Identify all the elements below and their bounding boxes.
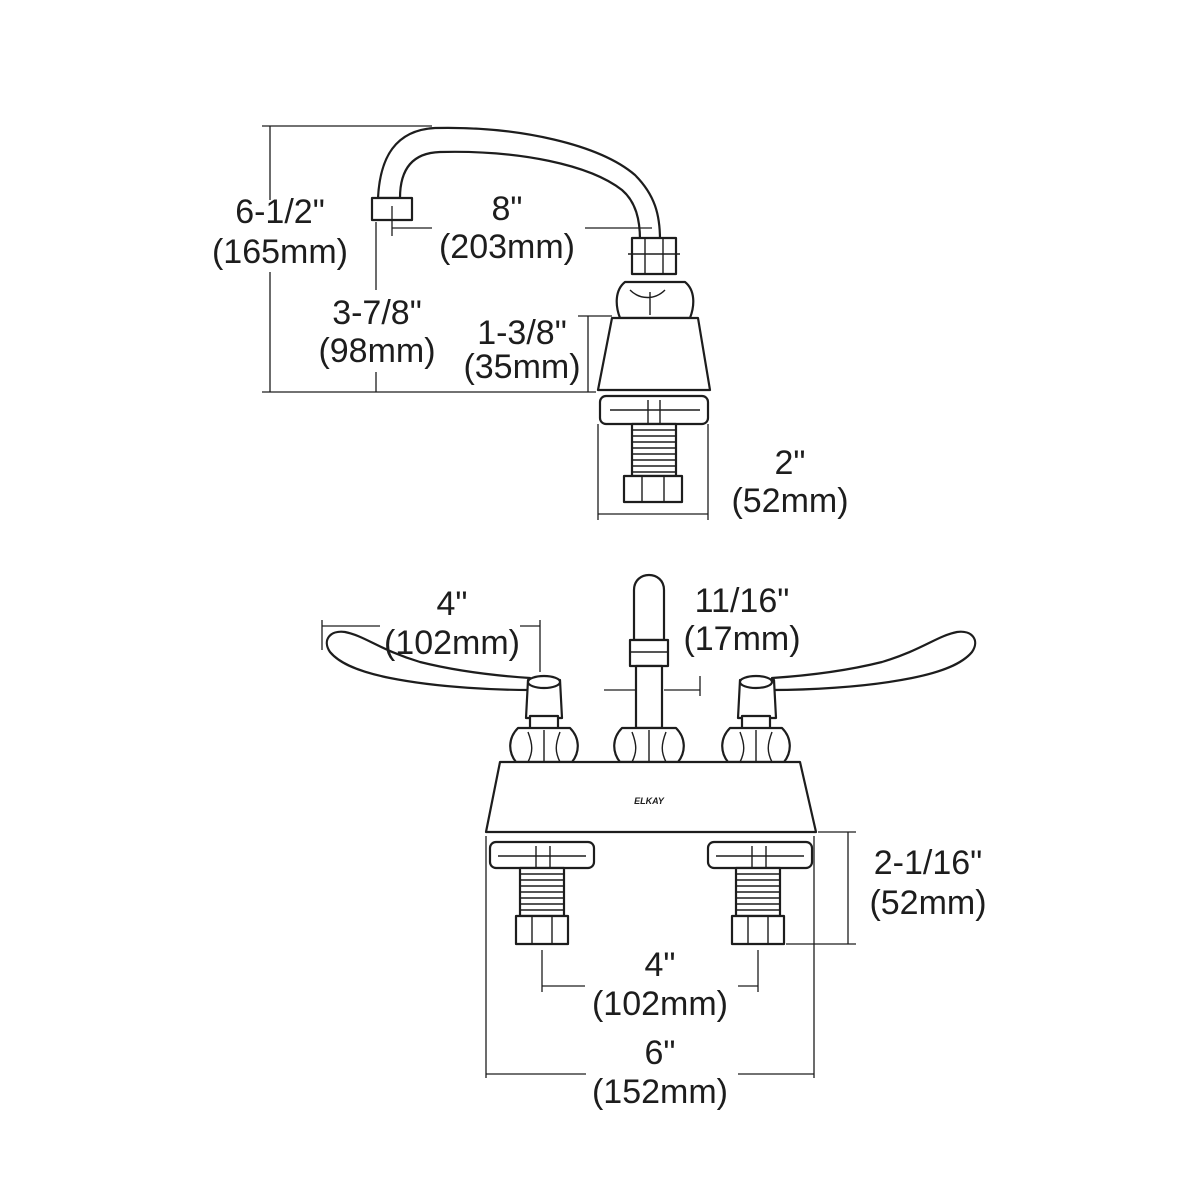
side-coupling-nut (622, 474, 684, 504)
front-spout-stem (632, 574, 666, 642)
base-depth-metric: (52mm) (731, 482, 848, 520)
shank-centers-imperial: 4" (645, 946, 676, 984)
overall-height-imperial: 6-1/2" (235, 193, 325, 231)
spout-swivel-nut (628, 236, 680, 276)
spout-diameter-metric: (17mm) (683, 620, 800, 658)
handle-length-imperial: 4" (437, 585, 468, 623)
side-dimension-lines (262, 125, 709, 520)
shank-centers-metric: (102mm) (592, 985, 728, 1023)
shank-length-metric: (52mm) (869, 884, 986, 922)
spout-reach-imperial: 8" (492, 190, 523, 228)
overall-width-metric: (152mm) (592, 1073, 728, 1111)
spout-clearance-metric: (98mm) (318, 332, 435, 370)
front-view: ELKAY (321, 574, 987, 1111)
base-height-metric: (35mm) (463, 348, 580, 386)
base-depth-imperial: 2" (775, 444, 806, 482)
shank-length-imperial: 2-1/16" (874, 844, 982, 882)
base-height-imperial: 1-3/8" (477, 314, 567, 352)
front-base-body (484, 760, 818, 834)
side-flange (615, 280, 695, 320)
overall-width-imperial: 6" (645, 1034, 676, 1072)
front-dimension-lines (321, 620, 856, 1078)
right-supply-shank (706, 840, 814, 946)
spout-reach-metric: (203mm) (439, 228, 575, 266)
right-wrist-blade-handle (736, 630, 977, 732)
left-supply-shank (488, 840, 596, 946)
left-wrist-blade-handle (325, 630, 564, 732)
handle-length-metric: (102mm) (384, 624, 520, 662)
overall-height-metric: (165mm) (212, 233, 348, 271)
spout-diameter-imperial: 11/16" (695, 582, 790, 620)
side-threaded-shank (630, 422, 678, 478)
side-base-body (596, 316, 712, 392)
spout-clearance-imperial: 3-7/8" (332, 294, 422, 332)
brand-mark: ELKAY (634, 796, 665, 806)
front-spout-collar (628, 638, 670, 668)
side-view: 6-1/2" (165mm) 8" (203mm) 3-7/8" (98mm) … (212, 125, 849, 520)
